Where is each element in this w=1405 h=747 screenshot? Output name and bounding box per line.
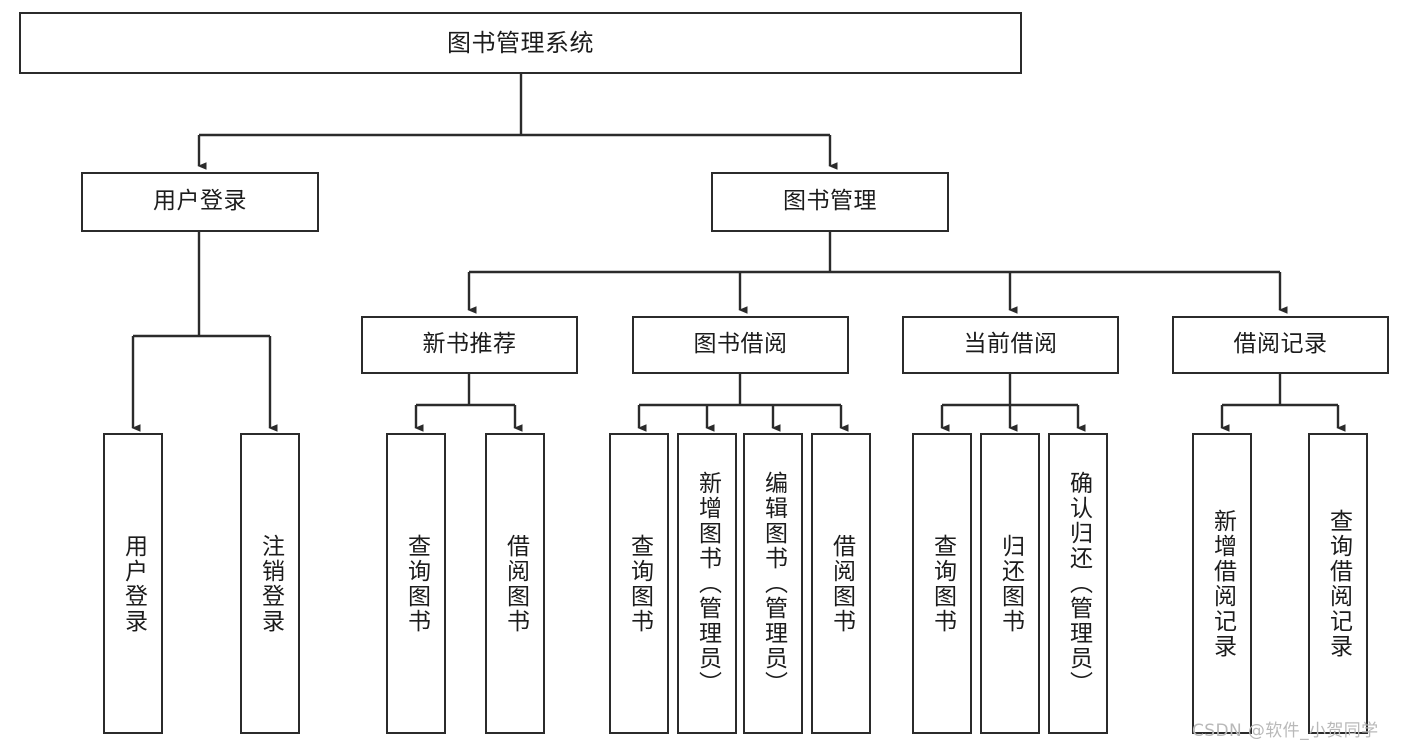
node-label: 图书管理系统	[447, 28, 594, 57]
node-book-management[interactable]: 图书管理	[711, 172, 949, 232]
node-label: 用户登录	[120, 533, 147, 634]
node-label: 查询图书	[626, 533, 653, 634]
node-label: 图书管理	[783, 188, 877, 215]
node-borrow-records[interactable]: 借阅记录	[1172, 316, 1389, 374]
node-label: 注销登录	[257, 533, 284, 634]
node-label: 查询图书	[403, 533, 430, 634]
leaf-current-query-book[interactable]: 查询图书	[912, 433, 972, 734]
node-label: 归还图书	[997, 533, 1024, 634]
leaf-borrow-add-book[interactable]: 新增图书（管理员）	[677, 433, 737, 734]
node-label: 图书借阅	[693, 331, 788, 358]
node-user-login[interactable]: 用户登录	[81, 172, 319, 232]
node-label: 查询借阅记录	[1325, 508, 1352, 659]
leaf-user-login-signout[interactable]: 注销登录	[240, 433, 300, 734]
node-label: 新增图书（管理员）	[694, 471, 721, 696]
node-label: 用户登录	[153, 188, 247, 215]
node-label: 确认归还（管理员）	[1065, 471, 1092, 696]
leaf-new-book-query[interactable]: 查询图书	[386, 433, 446, 734]
leaf-records-add-record[interactable]: 新增借阅记录	[1192, 433, 1252, 734]
node-label: 当前借阅	[963, 331, 1058, 358]
leaf-user-login-signin[interactable]: 用户登录	[103, 433, 163, 734]
leaf-borrow-edit-book[interactable]: 编辑图书（管理员）	[743, 433, 803, 734]
node-root-system[interactable]: 图书管理系统	[19, 12, 1022, 74]
node-label: 查询图书	[929, 533, 956, 634]
node-book-borrow[interactable]: 图书借阅	[632, 316, 849, 374]
node-label: 新增借阅记录	[1209, 508, 1236, 659]
leaf-borrow-query-book[interactable]: 查询图书	[609, 433, 669, 734]
node-new-book-recommend[interactable]: 新书推荐	[361, 316, 578, 374]
node-current-borrow[interactable]: 当前借阅	[902, 316, 1119, 374]
node-label: 借阅图书	[828, 533, 855, 634]
leaf-new-book-borrow[interactable]: 借阅图书	[485, 433, 545, 734]
leaf-borrow-borrow-book[interactable]: 借阅图书	[811, 433, 871, 734]
node-label: 编辑图书（管理员）	[760, 471, 787, 696]
node-label: 借阅记录	[1233, 331, 1328, 358]
node-label: 借阅图书	[502, 533, 529, 634]
leaf-current-confirm-return[interactable]: 确认归还（管理员）	[1048, 433, 1108, 734]
leaf-current-return-book[interactable]: 归还图书	[980, 433, 1040, 734]
node-label: 新书推荐	[422, 331, 517, 358]
leaf-records-query-record[interactable]: 查询借阅记录	[1308, 433, 1368, 734]
